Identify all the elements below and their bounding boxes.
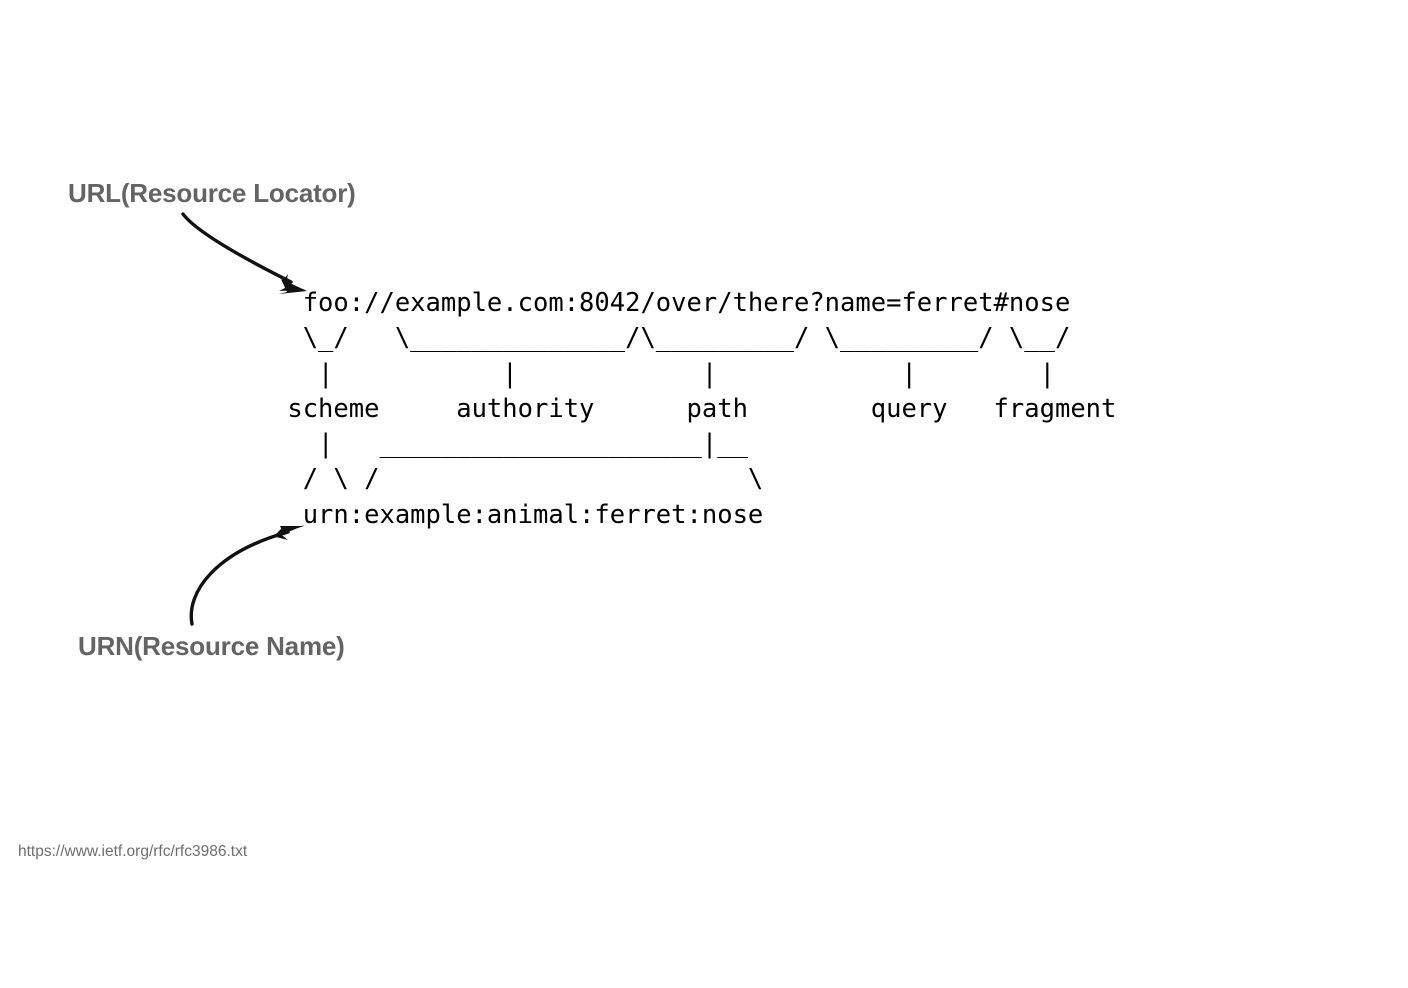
uri-syntax-ascii-diagram: foo://example.com:8042/over/there?name=f… bbox=[287, 288, 1117, 530]
url-annotation-label: URL(Resource Locator) bbox=[68, 178, 356, 208]
urn-annotation-label: URN(Resource Name) bbox=[78, 631, 345, 661]
urn-annotation-arrow-icon bbox=[189, 525, 305, 626]
source-url-label: https://www.ietf.org/rfc/rfc3986.txt bbox=[18, 843, 248, 860]
